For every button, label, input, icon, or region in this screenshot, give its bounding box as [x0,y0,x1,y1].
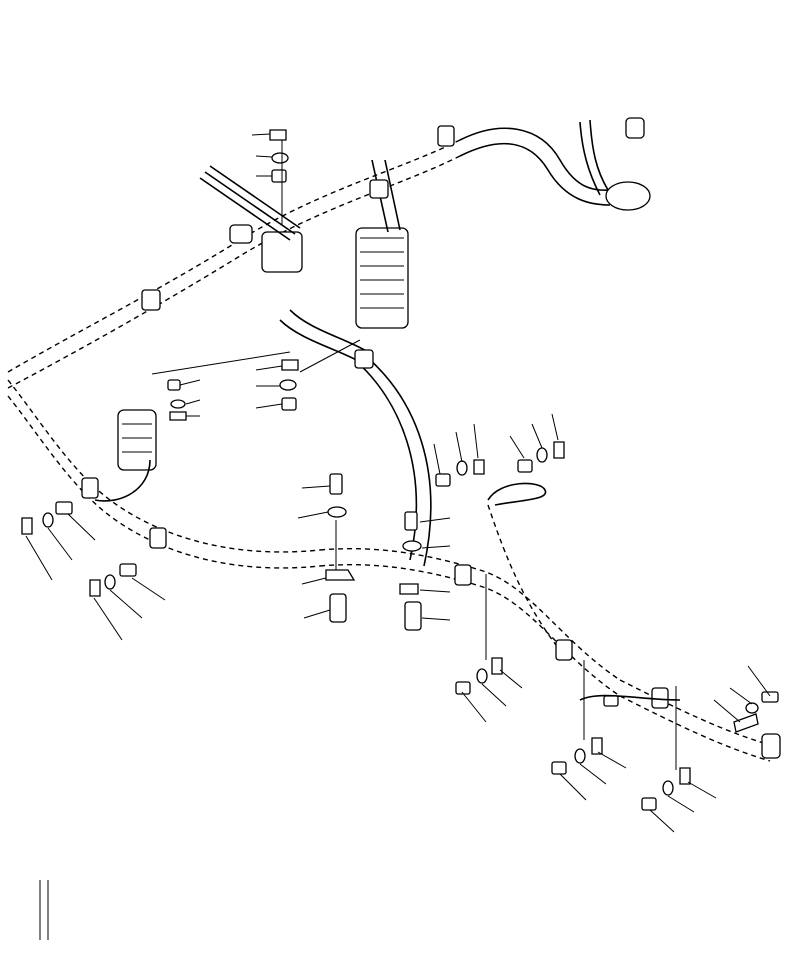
right-loop-harness [487,482,561,651]
fastener-group-right-upper [433,413,565,487]
corner-marks [39,880,49,940]
fastener-group-standoff-right [399,511,451,631]
branch-connector-lower [579,694,681,707]
end-connector-upper-right [605,117,651,211]
fastener-group-center-bottom [455,574,523,723]
fastener-group-far-right-lower [641,686,717,833]
fastener-group-center-left [151,351,291,421]
fastener-group-top [251,129,289,225]
main-harness-upper [7,119,621,389]
fastener-group-standoff-left [297,473,356,623]
fastener-group-center [255,339,361,411]
harness-clamps [81,125,669,709]
fastener-group-right-lower [551,660,627,801]
end-connector-lower-right [761,733,781,759]
fastener-group-left-lower [89,563,166,641]
main-harness-lower [7,379,771,762]
connector-cluster-upper [199,159,409,329]
fastener-group-left-upper [21,501,96,581]
connector-cluster-left [94,409,157,502]
fastener-group-far-right [713,665,779,733]
